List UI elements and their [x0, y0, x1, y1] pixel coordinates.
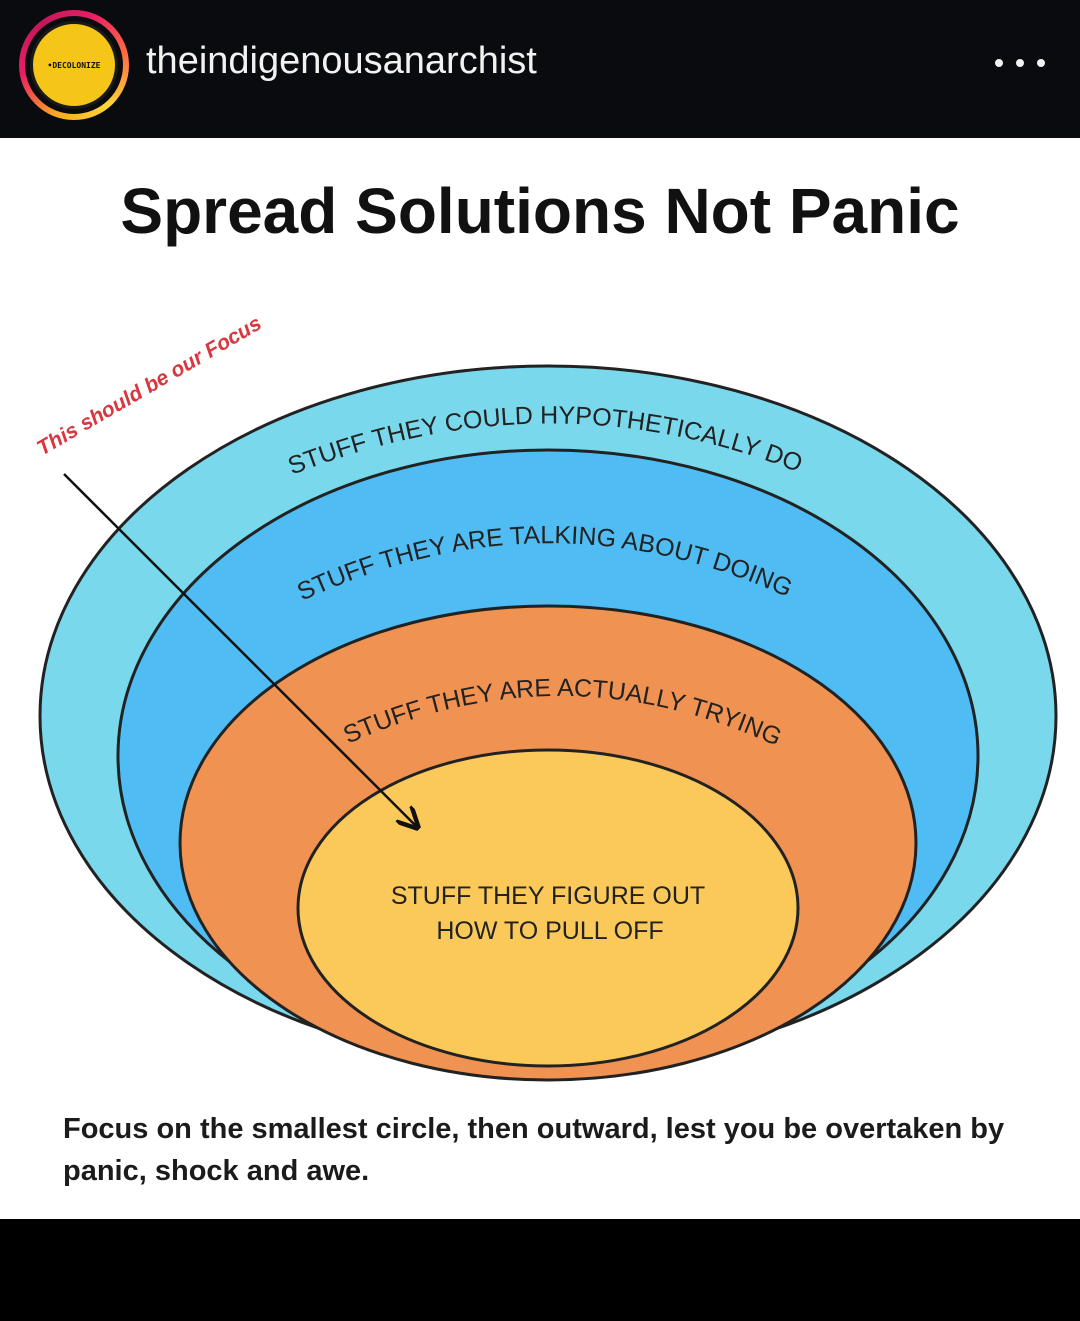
focus-arrow — [63, 473, 416, 826]
footer-bar — [0, 1219, 1080, 1321]
ring-inner-label-line1: STUFF THEY FIGURE OUT — [391, 882, 705, 910]
avatar-text: •DECOLONIZE — [47, 60, 101, 70]
avatar[interactable]: •DECOLONIZE — [30, 21, 118, 109]
ring-inner — [296, 748, 800, 1068]
nested-circles-diagram: STUFF THEY COULD HYPOTHETICALLY DO STUFF… — [33, 312, 1058, 1082]
username[interactable]: theindigenousanarchist — [146, 40, 537, 82]
post-image: Spread Solutions Not Panic STUFF THEY CO… — [0, 138, 1080, 1219]
story-ring[interactable]: •DECOLONIZE — [19, 10, 129, 120]
ring-inner-label-line2: HOW TO PULL OFF — [436, 917, 663, 945]
post-header: •DECOLONIZE theindigenousanarchist — [0, 0, 1080, 138]
more-horizontal-icon[interactable] — [995, 50, 1045, 76]
post-title: Spread Solutions Not Panic — [120, 175, 960, 247]
post-caption: Focus on the smallest circle, then outwa… — [63, 1113, 1005, 1187]
focus-annotation: This should be our Focus — [33, 312, 266, 460]
